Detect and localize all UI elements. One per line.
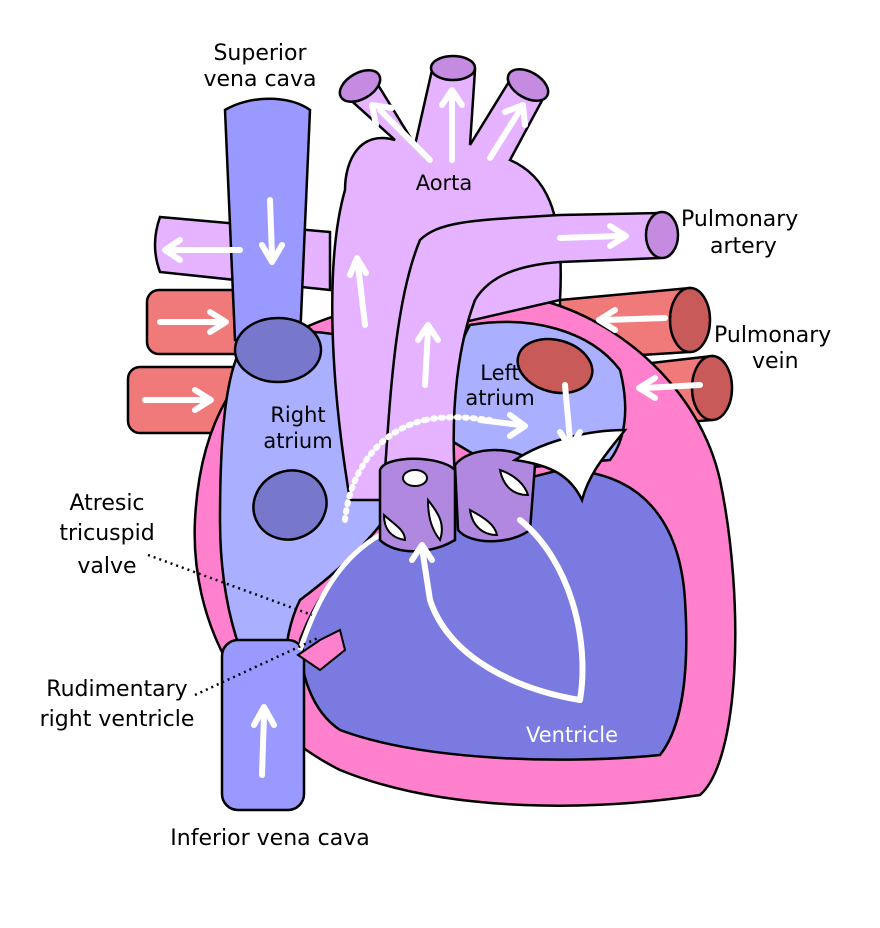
label-atresic-tricuspid-valve-3: valve bbox=[77, 554, 136, 579]
ivc-opening bbox=[252, 469, 328, 541]
label-pulmonary-vein-2: vein bbox=[752, 349, 799, 374]
label-rudimentary-right-ventricle-1: Rudimentary bbox=[46, 677, 187, 702]
label-right-atrium-2: atrium bbox=[263, 429, 332, 453]
label-superior-vena-cava-1: Superior bbox=[213, 41, 307, 66]
label-inferior-vena-cava: Inferior vena cava bbox=[170, 826, 369, 851]
label-superior-vena-cava-2: vena cava bbox=[203, 67, 316, 92]
pointer-lines bbox=[147, 553, 319, 697]
label-aorta: Aorta bbox=[416, 171, 473, 195]
pulmonary-artery-opening bbox=[644, 210, 680, 260]
label-ventricle: Ventricle bbox=[526, 723, 618, 747]
rudimentary-ventricle-wall bbox=[296, 628, 347, 672]
label-pulmonary-artery-2: artery bbox=[710, 234, 777, 259]
label-left-atrium-1: Left bbox=[480, 361, 520, 385]
pulmonary-artery-vessel bbox=[383, 211, 662, 502]
label-pulmonary-vein-1: Pulmonary bbox=[714, 323, 831, 348]
svc-opening bbox=[233, 316, 323, 384]
label-atresic-tricuspid-valve-2: tricuspid bbox=[59, 521, 154, 546]
pulmonary-valve bbox=[453, 448, 537, 543]
label-pulmonary-artery-1: Pulmonary bbox=[681, 207, 798, 232]
label-left-atrium-2: atrium bbox=[465, 386, 534, 410]
label-right-atrium-1: Right bbox=[270, 403, 325, 427]
aortic-valve bbox=[378, 457, 457, 553]
aorta-branch-openings bbox=[338, 54, 550, 103]
blood-flow-arrows bbox=[142, 87, 703, 778]
label-atresic-tricuspid-valve-1: Atresic bbox=[69, 491, 144, 516]
pulmonary-vein-opening bbox=[516, 337, 594, 395]
label-rudimentary-right-ventricle-2: right ventricle bbox=[40, 707, 195, 732]
septum-line bbox=[297, 532, 382, 651]
